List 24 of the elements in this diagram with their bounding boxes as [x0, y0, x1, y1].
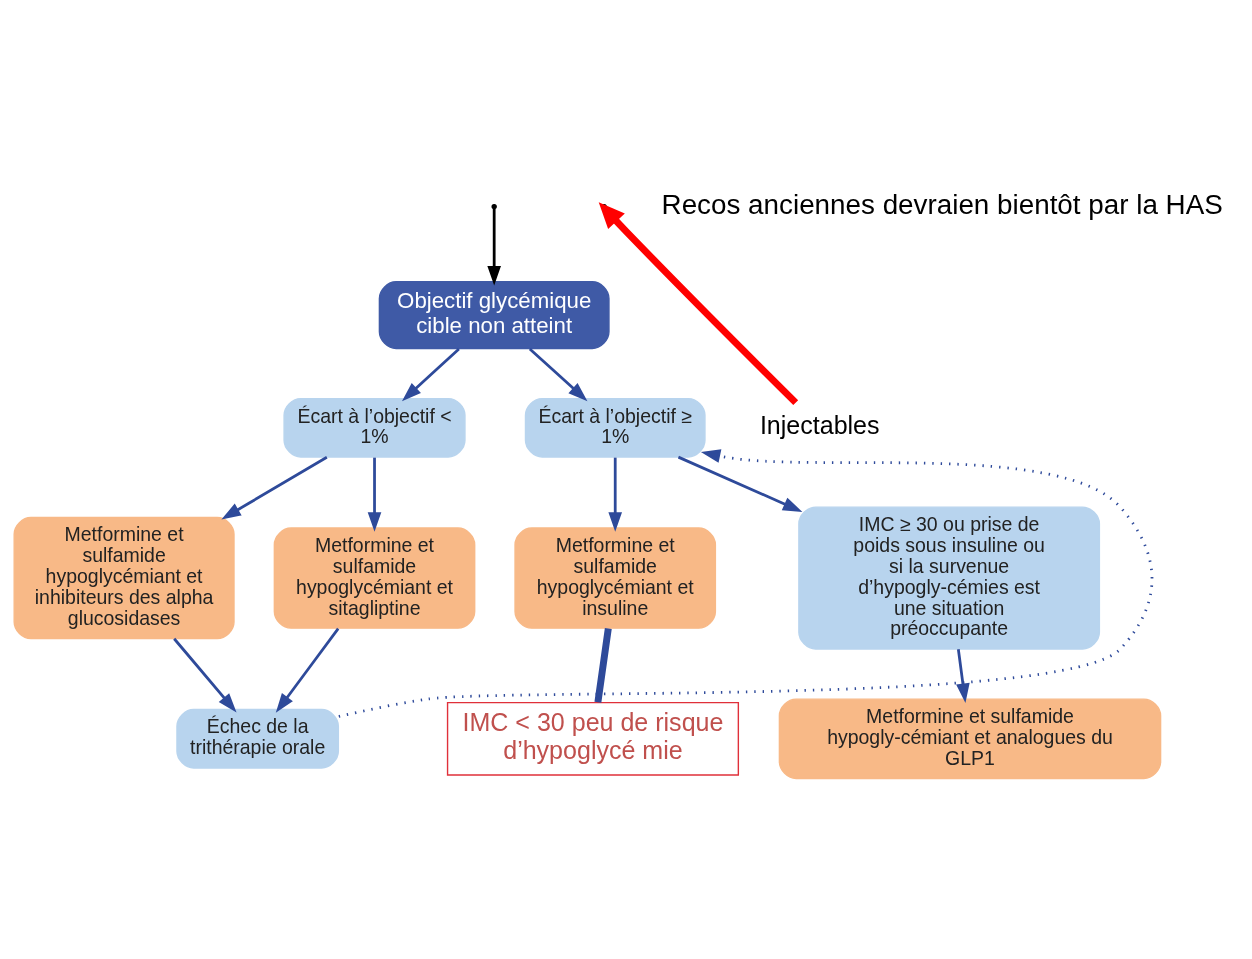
node-box: Écart à l’objectif ≥ 1%	[524, 397, 706, 458]
node-box: Metformine et sulfamide hypoglycémiant et insuline	[514, 526, 717, 629]
node-box: Metformine et sulfamide hypoglycémiant et inhibiteurs des alpha glucosidases	[13, 516, 235, 639]
connector	[594, 627, 612, 703]
arrow	[608, 457, 623, 532]
node-box: IMC ≥ 30 ou prise de poids sous insuline ou si la survenue d’hypogly-cémies est une situation préoccupante	[798, 505, 1101, 650]
arrow	[338, 448, 1154, 718]
node-box: Metformine et sulfamide hypogly-cémiant et analogues du GLP1	[778, 697, 1162, 779]
arrow	[528, 347, 588, 401]
arrow	[487, 208, 501, 285]
node-box: Écart à l’objectif < 1%	[283, 397, 466, 458]
arrow	[367, 457, 382, 532]
node-box: Objectif glycémique cible non atteint	[378, 280, 610, 349]
arrow	[275, 627, 340, 713]
arrow	[173, 637, 237, 712]
arrow	[401, 347, 460, 401]
arrow	[677, 455, 803, 512]
node-box: Metformine et sulfamide hypoglycémiant et sitagliptine	[273, 526, 476, 629]
label: Recos anciennes devraien bientôt par la HAS	[661, 188, 1223, 220]
node-box: Échec de la trithérapie orale	[176, 708, 340, 769]
node-box: IMC < 30 peu de risque d’hypoglycé mie	[446, 701, 740, 776]
arrow	[221, 455, 328, 519]
node-text: Injectables	[759, 410, 880, 439]
arrow	[956, 648, 970, 703]
